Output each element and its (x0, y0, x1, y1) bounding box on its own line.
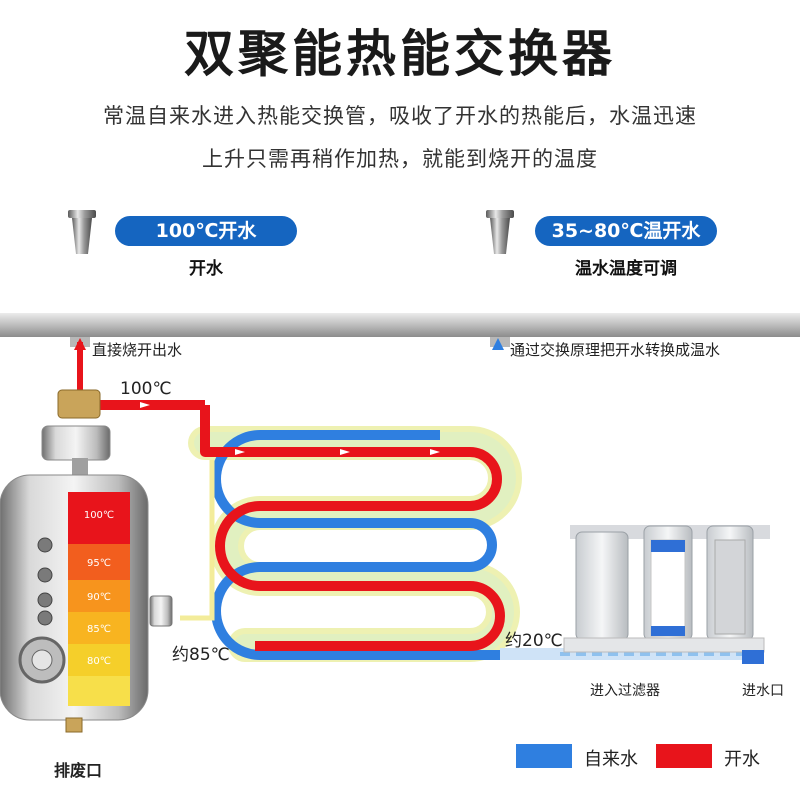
hot-water-caption: 开水 (189, 259, 223, 279)
warm-out-note: 通过交换原理把开水转换成温水 (510, 341, 721, 359)
legend-swatch-tap-water (516, 744, 572, 768)
faucet-icon (68, 210, 96, 254)
tank-level-90: 90℃ (87, 592, 111, 603)
temp-100: 100℃ (120, 379, 172, 399)
main-supply-pipe (0, 313, 800, 337)
page-title: 双聚能热能交换器 (184, 25, 616, 83)
tank-level-80: 80℃ (87, 656, 111, 667)
legend-label-tap-water: 自来水 (584, 749, 638, 770)
legend-swatch-boiled-water (656, 744, 712, 768)
temp-85: 约85℃ (172, 645, 230, 665)
tank-level-85: 85℃ (87, 624, 111, 635)
faucet-icon (486, 210, 514, 254)
subtitle-line-1: 常温自来水进入热能交换管，吸收了开水的热能后，水温迅速 (103, 104, 697, 128)
brass-valve (57, 389, 101, 419)
up-arrow-icon (74, 338, 86, 350)
filter-in-label: 进入过滤器 (590, 683, 660, 699)
subtitle-line-2: 上升只需再稍作加热，就能到烧开的温度 (202, 147, 598, 171)
temp-20: 约20℃ (505, 631, 563, 651)
warm-water-caption: 温水温度可调 (575, 259, 677, 279)
drain-label: 排废口 (54, 761, 103, 780)
legend-label-boiled-water: 开水 (724, 749, 760, 770)
hot-out-note: 直接烧开出水 (92, 341, 183, 359)
water-in-label: 进水口 (742, 683, 784, 699)
tank-level-100: 100℃ (83, 510, 115, 521)
hot-water-badge: 100℃开水 (115, 216, 297, 246)
tank-level-95: 95℃ (87, 558, 111, 569)
filter-unit (563, 525, 770, 664)
warm-water-badge: 35~80℃温开水 (535, 216, 717, 246)
heat-exchange-diagram (0, 313, 800, 768)
up-arrow-icon (492, 338, 504, 350)
